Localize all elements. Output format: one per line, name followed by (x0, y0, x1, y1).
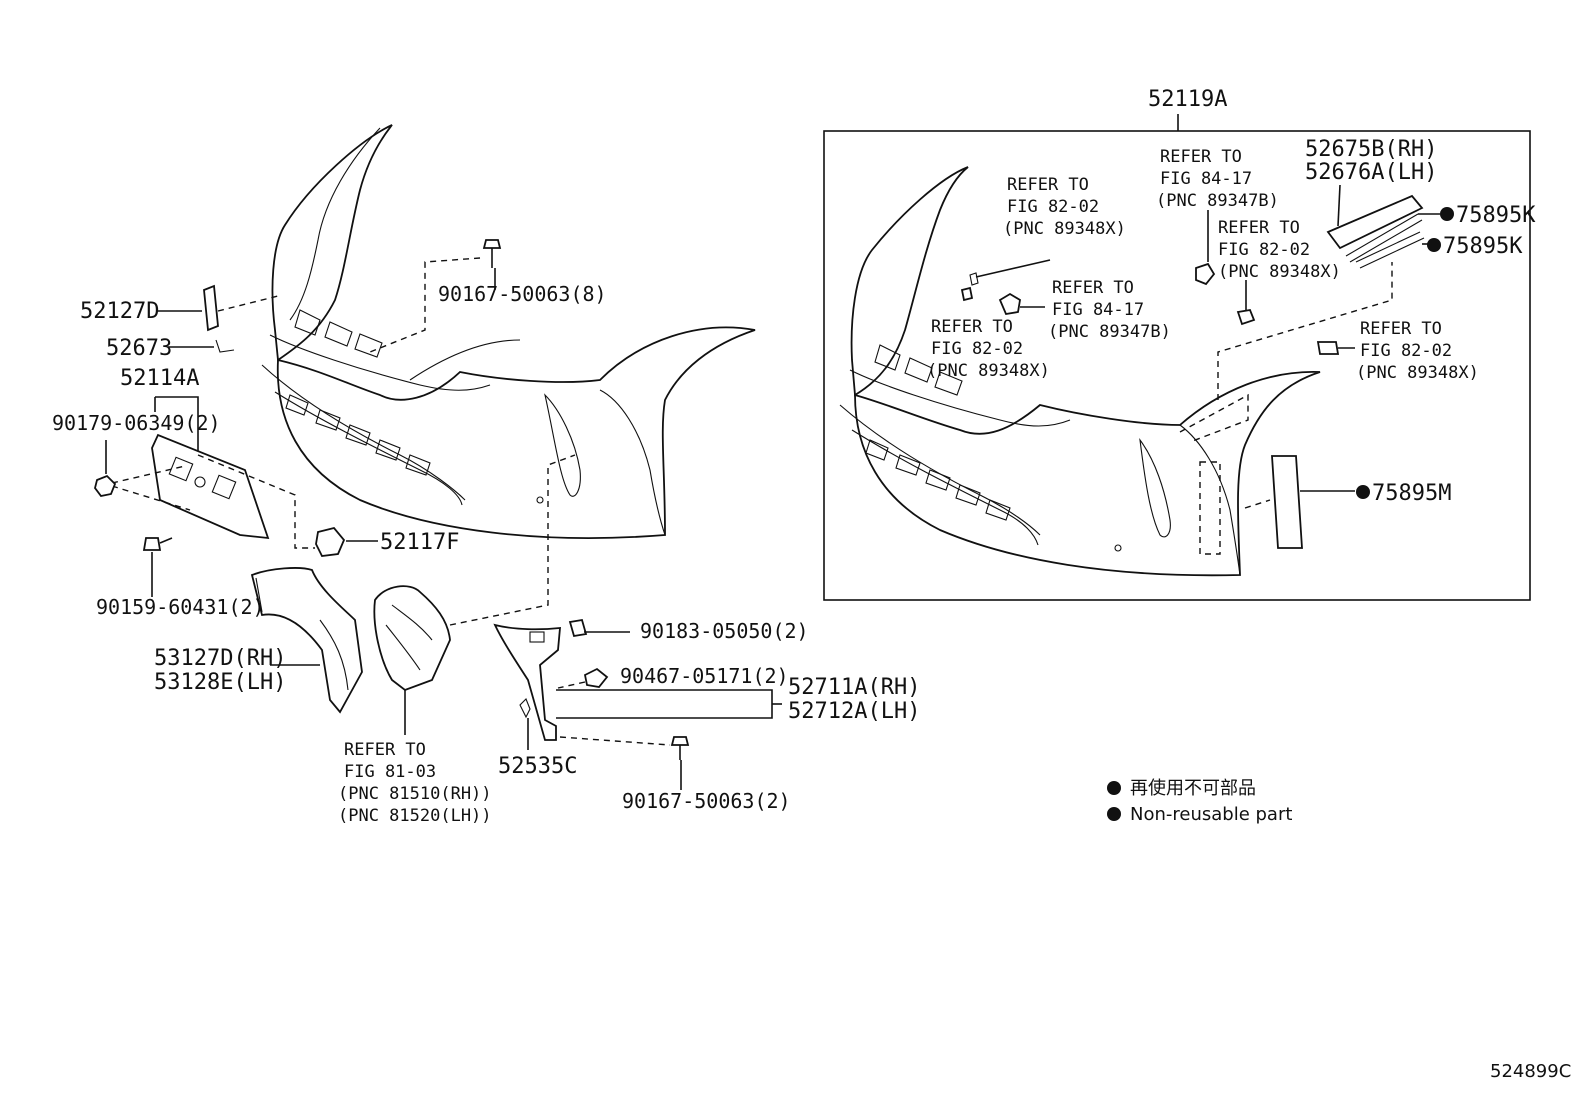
svg-text:REFER TO: REFER TO (1218, 218, 1300, 238)
svg-text:REFER TO: REFER TO (344, 740, 426, 760)
fog-lamp-housing-icon (373, 585, 451, 692)
tape-75895K-1-icon (1345, 213, 1423, 263)
label-53127D: 53127D(RH) (154, 646, 286, 671)
svg-text:FIG 84-17: FIG 84-17 (1160, 169, 1252, 189)
label-75895K-2: 75895K (1443, 234, 1523, 259)
non-reusable-mark-1 (1440, 207, 1454, 221)
label-75895K-1: 75895K (1456, 203, 1536, 228)
legend-bullet-jp (1107, 781, 1121, 795)
bracket-52127D-icon (203, 284, 219, 332)
svg-text:(PNC 81510(RH)): (PNC 81510(RH)) (338, 784, 492, 804)
label-90467-05171: 90467-05171(2) (620, 664, 789, 688)
legend-japanese: 再使用不可部品 (1130, 778, 1256, 799)
label-52712A: 52712A(LH) (788, 699, 920, 724)
svg-text:REFER TO: REFER TO (1007, 175, 1089, 195)
label-52711A: 52711A(RH) (788, 675, 920, 700)
side-bracket-icon (493, 623, 561, 741)
svg-text:(PNC 89348X): (PNC 89348X) (1356, 363, 1479, 383)
label-52675B: 52675B(RH) (1305, 137, 1437, 162)
label-90167-50063-2: 90167-50063(2) (622, 789, 791, 813)
svg-text:(PNC 81520(LH)): (PNC 81520(LH)) (338, 806, 492, 826)
label-90159-60431: 90159-60431(2) (96, 595, 265, 619)
pad-75895M-icon (1271, 455, 1303, 549)
svg-text:FIG 84-17: FIG 84-17 (1052, 300, 1144, 320)
molding-icon (1326, 194, 1424, 250)
label-52114A: 52114A (120, 366, 199, 391)
svg-text:FIG 82-02: FIG 82-02 (1360, 341, 1452, 361)
svg-text:REFER TO: REFER TO (931, 317, 1013, 337)
non-reusable-mark-3 (1356, 485, 1370, 499)
label-52673: 52673 (106, 336, 172, 361)
svg-text:FIG 82-02: FIG 82-02 (1007, 197, 1099, 217)
legend: 再使用不可部品 Non-reusable part (1107, 778, 1292, 825)
label-52676A: 52676A(LH) (1305, 160, 1437, 185)
assembly-inset: 52119A REFER TO FIG 82-02 (PNC (823, 87, 1536, 601)
label-52535C: 52535C (498, 754, 577, 779)
inset-bumper-icon (850, 166, 969, 397)
label-53128E: 53128E(LH) (154, 670, 286, 695)
svg-text:FIG 82-02: FIG 82-02 (931, 339, 1023, 359)
clip-ref4-icon (998, 292, 1021, 316)
clip-ref6-icon (1316, 341, 1340, 355)
legend-bullet-en (1107, 807, 1121, 821)
non-reusable-mark-2 (1427, 238, 1441, 252)
clip-90183-icon (568, 618, 588, 638)
svg-text:FIG 81-03: FIG 81-03 (344, 762, 436, 782)
inset-title: 52119A (1148, 87, 1227, 112)
tape-75895K-2-icon (1355, 231, 1425, 269)
legend-english: Non-reusable part (1130, 804, 1292, 825)
bumper-cover-drawing (261, 124, 756, 539)
label-52127D: 52127D (80, 299, 159, 324)
svg-text:(PNC 89348X): (PNC 89348X) (927, 361, 1050, 381)
svg-text:(PNC 89347B): (PNC 89347B) (1156, 191, 1279, 211)
screw-90159-icon (142, 537, 173, 551)
clip-52673-icon (215, 339, 235, 353)
label-90183-05050: 90183-05050(2) (640, 619, 809, 643)
label-52117F: 52117F (380, 530, 459, 555)
svg-text:(PNC 89347B): (PNC 89347B) (1048, 322, 1171, 342)
clip-52117F-icon (315, 526, 346, 557)
clip-90467-icon (583, 667, 609, 688)
svg-text:(PNC 89348X): (PNC 89348X) (1218, 262, 1341, 282)
bolt-90167-2-icon (670, 736, 690, 760)
clip-52535C-icon (519, 698, 531, 719)
svg-text:FIG 82-02: FIG 82-02 (1218, 240, 1310, 260)
clip-ref2-icon (1195, 262, 1216, 286)
clip-ref1-icon (960, 286, 974, 302)
bolt-90167-8-icon (482, 239, 502, 268)
clip-ref3-icon (1236, 308, 1256, 326)
ref-fog-lamp: REFER TO FIG 81-03 (PNC 81510(RH)) (PNC … (338, 740, 492, 826)
nut-90179-icon (94, 474, 117, 497)
diagram-code: 524899C (1490, 1061, 1571, 1082)
inset-frame (823, 130, 1531, 601)
label-90167-50063-8: 90167-50063(8) (438, 282, 607, 306)
license-bracket-icon (151, 433, 270, 540)
svg-text:(PNC 89348X): (PNC 89348X) (1003, 219, 1126, 239)
svg-text:REFER TO: REFER TO (1160, 147, 1242, 167)
label-75895M: 75895M (1372, 481, 1451, 506)
label-90179-06349: 90179-06349(2) (52, 411, 221, 435)
svg-text:REFER TO: REFER TO (1360, 319, 1442, 339)
svg-text:REFER TO: REFER TO (1052, 278, 1134, 298)
air-duct-icon (250, 567, 363, 714)
